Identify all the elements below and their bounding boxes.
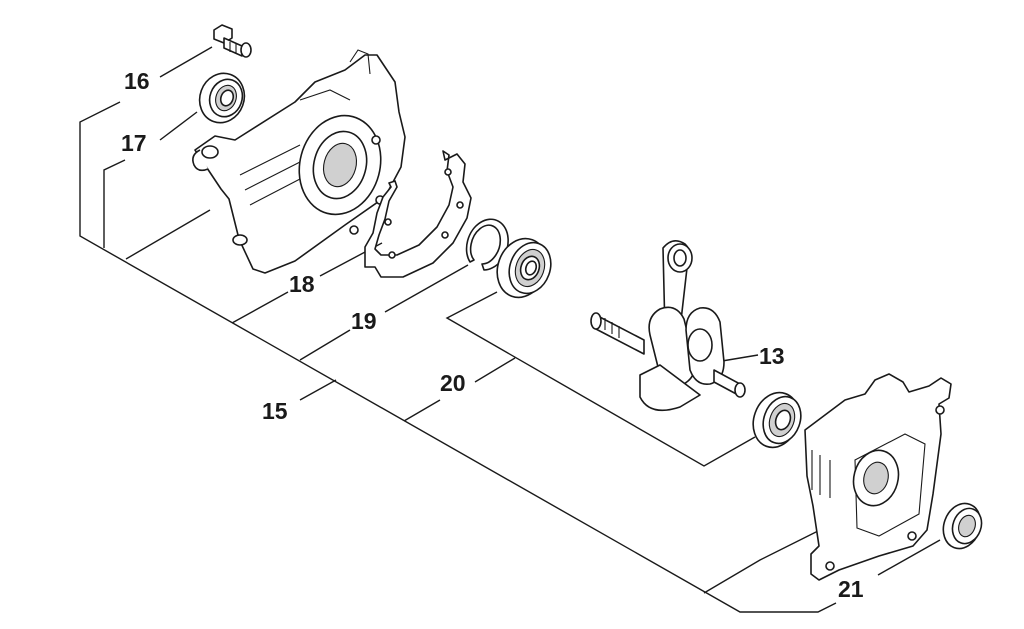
part-crankcase-right (804, 373, 952, 581)
callout-20: 20 (440, 370, 466, 396)
leader-line-13 (721, 354, 759, 362)
part-21-oil-seal (942, 502, 983, 550)
leader-line-19 (299, 329, 351, 361)
part-18-gasket (364, 150, 472, 278)
bracket-20 (445, 291, 756, 467)
part-19-snap-ring (465, 218, 509, 271)
part-15-crankcase (192, 49, 406, 274)
callout-labels: 16 17 18 19 15 20 13 21 (121, 68, 864, 602)
callout-16: 16 (124, 68, 150, 94)
leader-line-17 (159, 111, 198, 141)
callout-21: 21 (838, 576, 864, 602)
leader-line-21 (877, 539, 941, 576)
part-13-crankshaft (590, 240, 746, 412)
leader-line-16 (159, 46, 213, 78)
leader-line-19b (384, 264, 469, 313)
leader-line-20 (403, 399, 441, 422)
callout-17: 17 (121, 130, 147, 156)
callout-13: 13 (759, 343, 785, 369)
leader-line-15 (299, 379, 337, 401)
callout-19: 19 (351, 308, 377, 334)
bracket-outer (79, 101, 837, 613)
part-20-bearing (496, 237, 552, 299)
bracket-inner (103, 159, 126, 248)
callout-18: 18 (289, 271, 315, 297)
part-17-oil-seal (198, 72, 246, 124)
leader-line-15-case (125, 209, 211, 260)
leader-line-20b (474, 357, 516, 383)
part-20-bearing-right (752, 391, 802, 449)
leader-line-18 (231, 291, 289, 324)
callout-15: 15 (262, 398, 288, 424)
leader-lines (79, 46, 941, 613)
leader-line-21-case (703, 529, 821, 594)
part-16-fitting (213, 24, 252, 58)
